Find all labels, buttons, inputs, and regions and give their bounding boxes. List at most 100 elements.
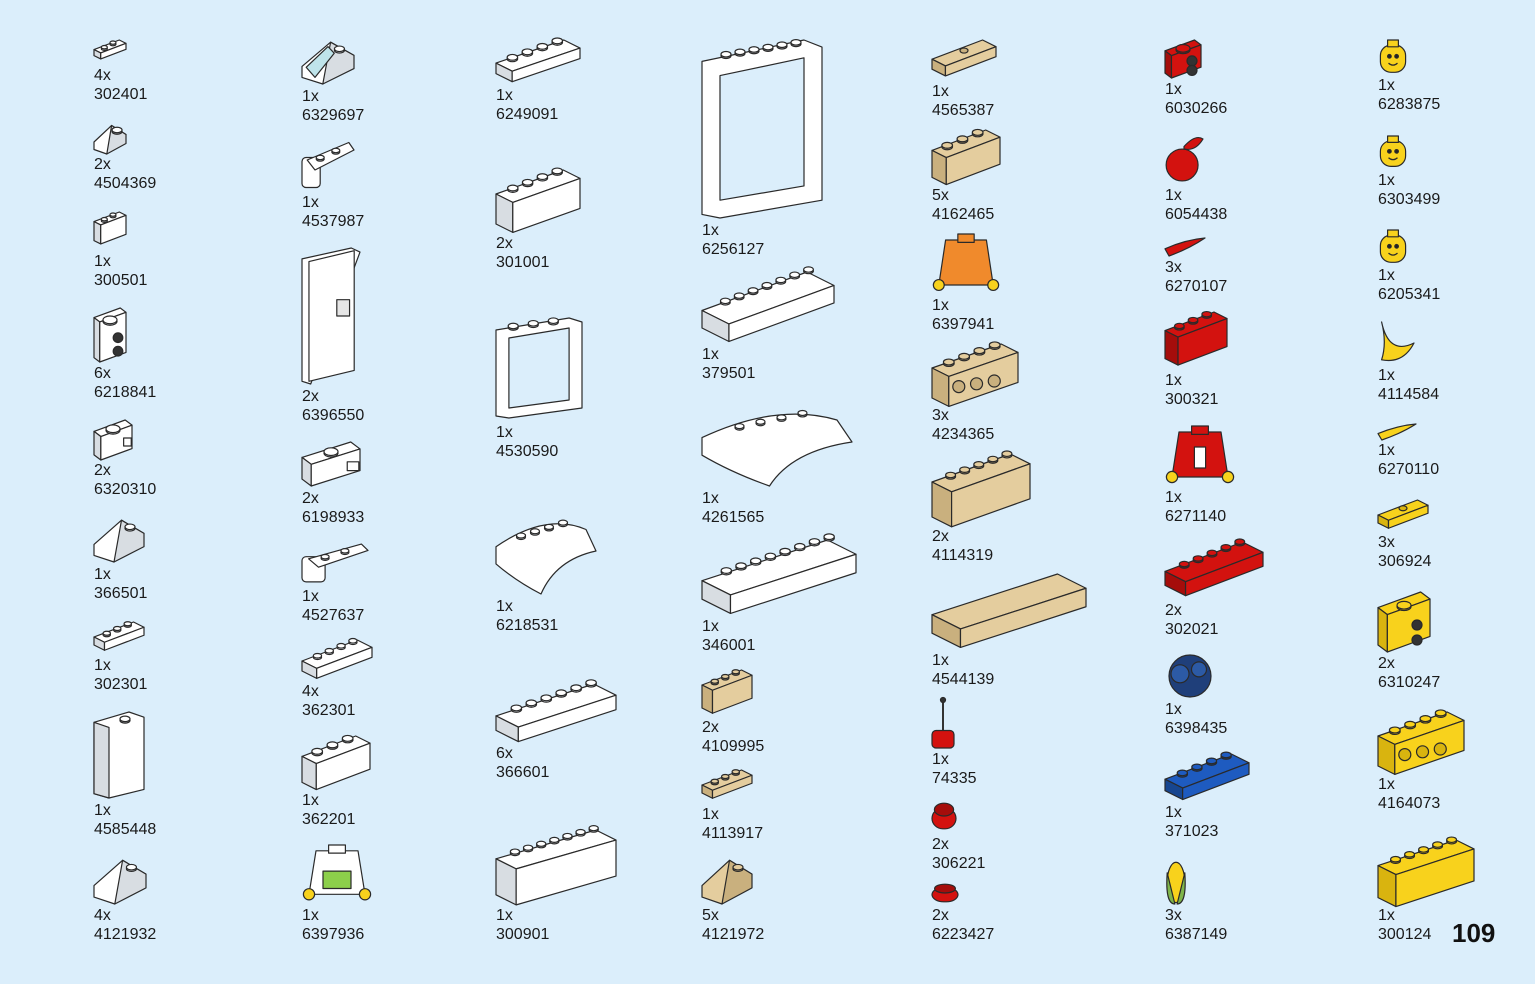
part-4261565-image bbox=[701, 398, 853, 487]
part-quantity: 1x bbox=[1165, 372, 1182, 389]
part-element-id: 301001 bbox=[496, 254, 550, 271]
part-element-id: 4121932 bbox=[94, 926, 157, 943]
part-6270107-image bbox=[1164, 237, 1206, 257]
part-6030266-image bbox=[1164, 39, 1202, 79]
part-6223427-image bbox=[931, 882, 959, 904]
part-element-id: 6387149 bbox=[1165, 926, 1228, 943]
part-quantity: 1x bbox=[1165, 81, 1182, 98]
part-4504369-image bbox=[93, 124, 127, 155]
part-362301-image bbox=[301, 637, 373, 680]
part-element-id: 6205341 bbox=[1378, 286, 1441, 303]
part-label: 2x 6223427 bbox=[932, 906, 994, 944]
part-quantity: 3x bbox=[1165, 259, 1182, 276]
part-quantity: 1x bbox=[932, 83, 949, 100]
part-4121972-image bbox=[701, 858, 753, 905]
part-element-id: 6218841 bbox=[94, 384, 157, 401]
part-6320310-image bbox=[93, 419, 133, 461]
part-6270110-image bbox=[1377, 423, 1417, 441]
part-4114319-image bbox=[931, 450, 1031, 528]
part-quantity: 1x bbox=[702, 806, 719, 823]
part-label: 1x 6271140 bbox=[1165, 488, 1226, 526]
part-6303499-image bbox=[1378, 135, 1408, 168]
part-quantity: 1x bbox=[94, 253, 111, 270]
part-6397941-image bbox=[932, 233, 1000, 294]
part-4162465-image bbox=[931, 128, 1001, 186]
part-6329697-image bbox=[301, 40, 355, 85]
part-quantity: 2x bbox=[1378, 655, 1395, 672]
part-300321-image bbox=[1164, 310, 1228, 368]
part-element-id: 379501 bbox=[702, 365, 756, 382]
part-element-id: 6270107 bbox=[1165, 278, 1228, 295]
part-4565387-image bbox=[931, 39, 997, 80]
part-366501-image bbox=[93, 518, 145, 563]
part-element-id: 302301 bbox=[94, 676, 148, 693]
part-quantity: 1x bbox=[702, 346, 719, 363]
part-quantity: 2x bbox=[932, 907, 949, 924]
part-quantity: 2x bbox=[302, 388, 319, 405]
part-4114584-image bbox=[1378, 321, 1415, 364]
part-quantity: 1x bbox=[1378, 77, 1395, 94]
part-4109995-image bbox=[701, 669, 753, 716]
part-element-id: 300501 bbox=[94, 272, 148, 289]
part-element-id: 74335 bbox=[932, 770, 977, 787]
part-quantity: 1x bbox=[94, 802, 111, 819]
part-quantity: 1x bbox=[1165, 804, 1182, 821]
part-quantity: 1x bbox=[1165, 489, 1182, 506]
part-label: 3x 6270107 bbox=[1165, 258, 1227, 296]
part-quantity: 1x bbox=[702, 490, 719, 507]
part-label: 1x 300501 bbox=[94, 252, 147, 290]
part-quantity: 3x bbox=[1378, 534, 1395, 551]
part-6218531-image bbox=[495, 508, 597, 595]
part-quantity: 2x bbox=[302, 490, 319, 507]
part-4121932-image bbox=[93, 858, 147, 905]
part-element-id: 6310247 bbox=[1378, 674, 1441, 691]
part-label: 2x 6310247 bbox=[1378, 654, 1440, 692]
part-element-id: 362201 bbox=[302, 811, 356, 828]
part-element-id: 6218531 bbox=[496, 617, 559, 634]
part-quantity: 1x bbox=[1378, 367, 1395, 384]
part-element-id: 6283875 bbox=[1378, 96, 1441, 113]
part-element-id: 4530590 bbox=[496, 443, 559, 460]
part-4113917-image bbox=[701, 769, 753, 802]
part-label: 2x 301001 bbox=[496, 234, 549, 272]
part-quantity: 5x bbox=[702, 907, 719, 924]
part-element-id: 371023 bbox=[1165, 823, 1219, 840]
part-element-id: 6271140 bbox=[1165, 508, 1227, 525]
part-302401-image bbox=[93, 39, 127, 64]
part-quantity: 2x bbox=[496, 235, 513, 252]
part-quantity: 2x bbox=[932, 836, 949, 853]
part-quantity: 4x bbox=[302, 683, 319, 700]
part-4164073-image bbox=[1377, 709, 1465, 776]
part-quantity: 1x bbox=[932, 652, 949, 669]
part-379501-image bbox=[701, 266, 835, 343]
part-element-id: 6249091 bbox=[496, 106, 559, 123]
part-quantity: 1x bbox=[496, 424, 513, 441]
part-element-id: 4113917 bbox=[702, 825, 764, 842]
part-element-id: 4537987 bbox=[302, 213, 365, 230]
part-302021-image bbox=[1164, 538, 1264, 598]
part-quantity: 2x bbox=[702, 719, 719, 736]
part-element-id: 6397941 bbox=[932, 316, 995, 333]
part-element-id: 6223427 bbox=[932, 926, 995, 943]
part-element-id: 302401 bbox=[94, 86, 148, 103]
part-quantity: 1x bbox=[1378, 172, 1395, 189]
part-label: 1x 379501 bbox=[702, 345, 755, 383]
